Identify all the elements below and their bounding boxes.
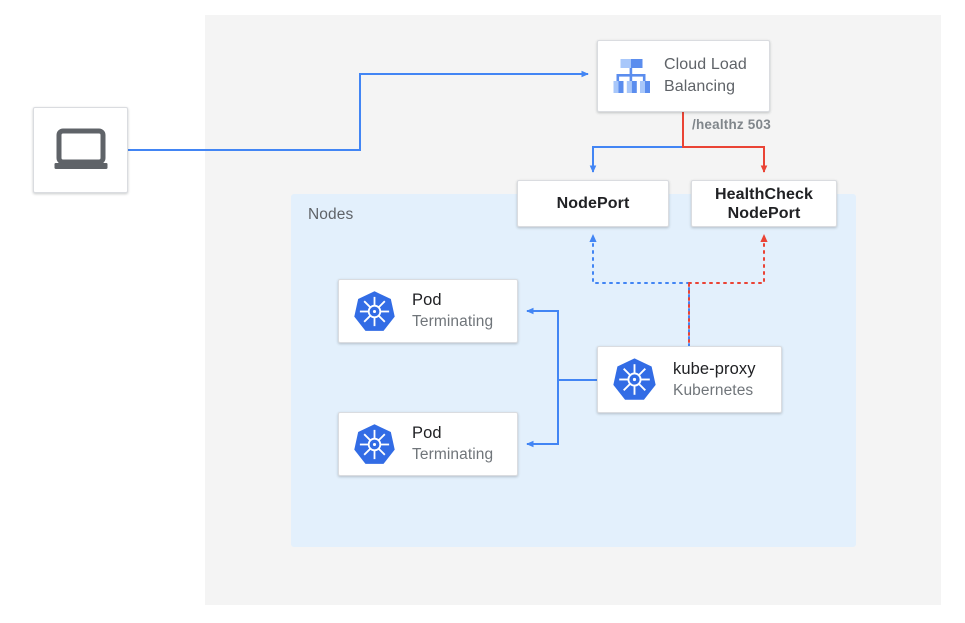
healthz-503-label: /healthz 503 (692, 117, 771, 132)
pod-2-title: Pod (412, 424, 442, 442)
kube-proxy-subtitle: Kubernetes (673, 381, 754, 399)
healthcheck-nodeport-label-line1: HealthCheck (714, 185, 814, 203)
kubernetes-icon (354, 290, 395, 331)
kubernetes-icon (613, 358, 656, 400)
healthcheck-nodeport-label-line2: NodePort (727, 204, 801, 222)
pod-1-title: Pod (412, 291, 442, 309)
cloud-load-balancing-label: Cloud Load Balancing (664, 54, 747, 98)
pod-card-2[interactable]: Pod Terminating (338, 412, 518, 476)
healthcheck-nodeport-label: HealthCheck NodePort (715, 185, 813, 223)
nodes-region-label: Nodes (308, 206, 354, 223)
pod-1-text: Pod Terminating (412, 290, 493, 332)
clb-title-line2: Balancing (664, 78, 736, 95)
pod-card-1[interactable]: Pod Terminating (338, 279, 518, 343)
pod-2-text: Pod Terminating (412, 423, 493, 465)
nodeport-card[interactable]: NodePort (517, 180, 669, 227)
pod-2-status: Terminating (412, 446, 494, 463)
healthcheck-nodeport-card[interactable]: HealthCheck NodePort (691, 180, 837, 227)
kube-proxy-text: kube-proxy Kubernetes (673, 359, 756, 401)
laptop-icon (54, 128, 107, 169)
nodeport-label: NodePort (556, 195, 630, 212)
kube-proxy-card[interactable]: kube-proxy Kubernetes (597, 346, 782, 413)
pod-1-status: Terminating (412, 313, 494, 330)
client-laptop[interactable] (33, 107, 128, 193)
kubernetes-icon (354, 423, 395, 464)
kube-proxy-title: kube-proxy (673, 359, 756, 378)
cloud-load-balancing-icon (613, 59, 650, 93)
cloud-load-balancing-card[interactable]: Cloud Load Balancing (597, 40, 770, 112)
clb-title-line1: Cloud Load (664, 56, 747, 73)
